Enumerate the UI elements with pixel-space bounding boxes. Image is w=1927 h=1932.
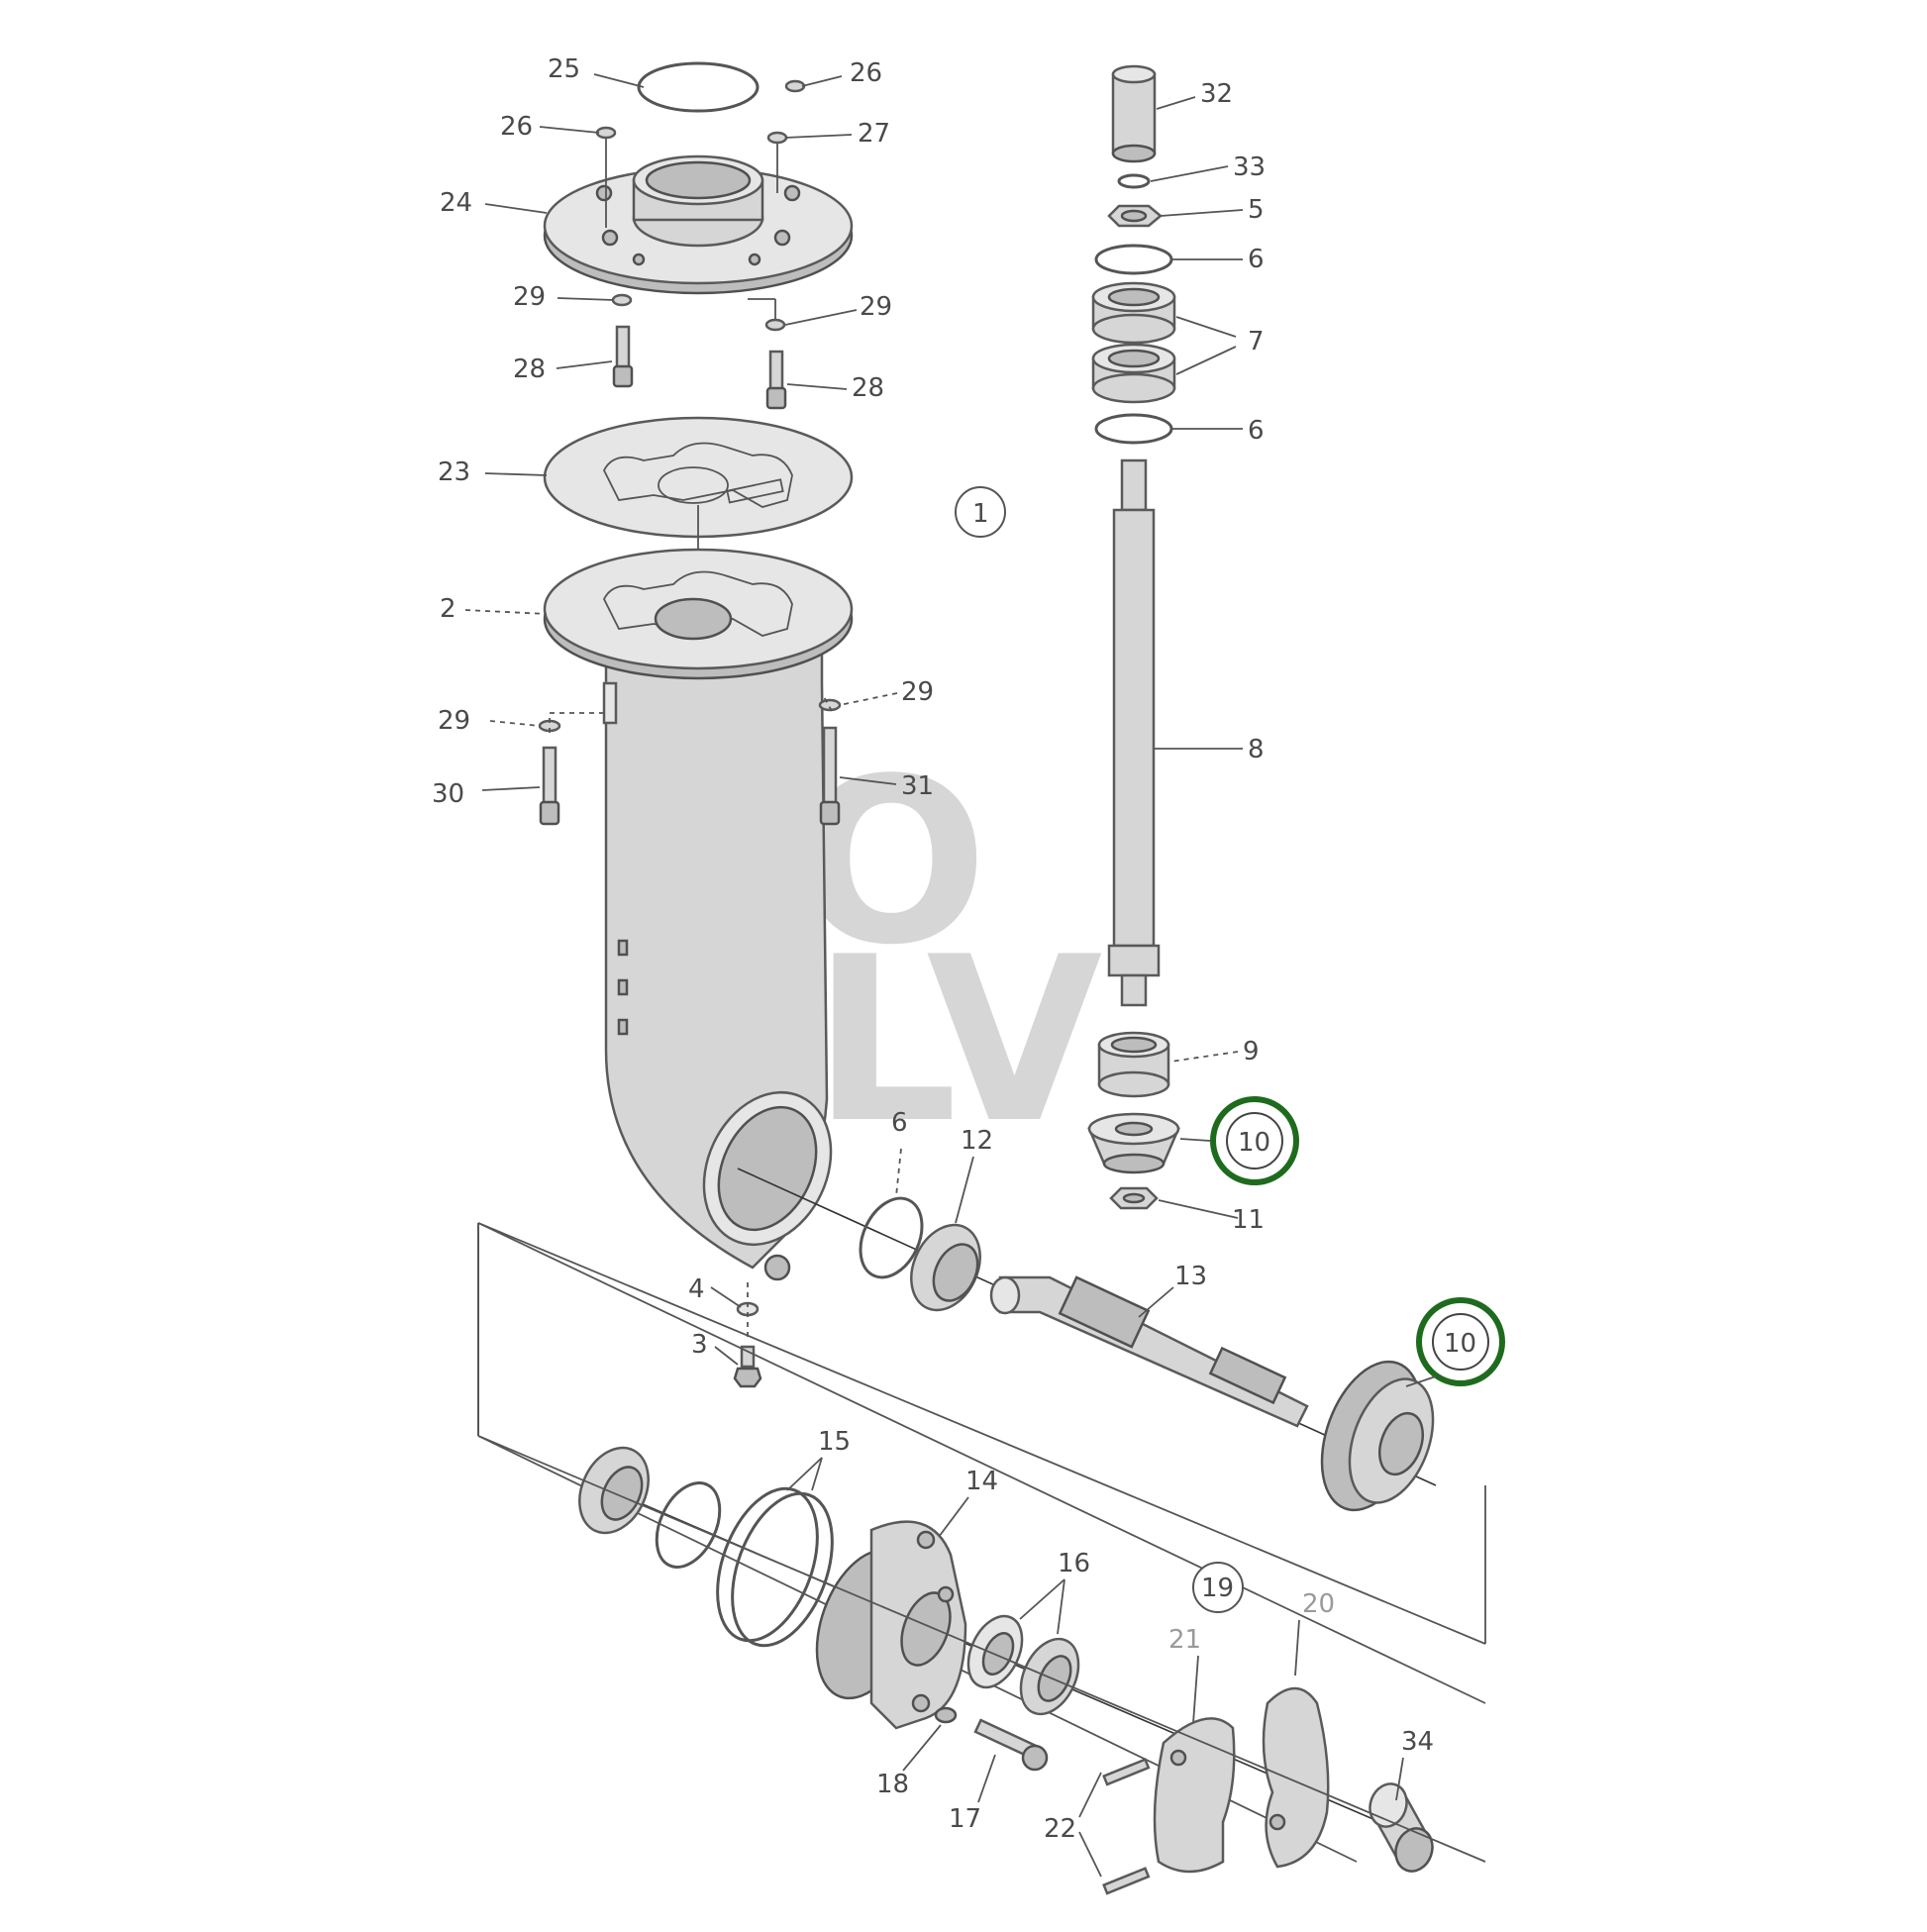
part-15-o-ring-large-b[interactable] xyxy=(713,1479,851,1659)
callout-8: 8 xyxy=(1248,735,1265,764)
callout-11: 11 xyxy=(1232,1205,1265,1235)
callout-19: 19 xyxy=(1201,1574,1234,1603)
callout-32: 32 xyxy=(1200,79,1233,109)
leader-lines xyxy=(464,73,1437,1878)
callout-4: 4 xyxy=(688,1274,705,1304)
part-17-bolt[interactable] xyxy=(973,1718,1049,1772)
callout-26-left: 26 xyxy=(500,112,533,142)
part-14-bearing-housing[interactable] xyxy=(798,1520,967,1730)
callout-29-mid-left: 29 xyxy=(438,706,470,736)
callout-6-lower: 6 xyxy=(1248,416,1265,446)
part-12-ball-bearing[interactable] xyxy=(898,1214,993,1322)
part-30-bolt[interactable] xyxy=(539,746,560,826)
callout-28-left: 28 xyxy=(513,355,546,384)
part-16-seal-a[interactable] xyxy=(958,1607,1033,1695)
callout-18: 18 xyxy=(876,1770,909,1799)
part-23-gasket[interactable] xyxy=(543,416,854,539)
part-13-propeller-shaft[interactable] xyxy=(989,1275,1309,1428)
callout-1-circle xyxy=(955,486,1006,538)
callout-21: 21 xyxy=(1168,1625,1201,1655)
callout-25: 25 xyxy=(548,54,580,84)
part-6-o-ring-mid[interactable] xyxy=(849,1188,934,1287)
part-26-washer-right[interactable] xyxy=(784,79,806,93)
callout-14: 14 xyxy=(965,1467,998,1496)
highlight-ring-part-10-upper xyxy=(1210,1096,1299,1185)
callout-17: 17 xyxy=(949,1804,981,1834)
part-8-vertical-drive-shaft[interactable] xyxy=(1107,458,1161,1007)
callout-31: 31 xyxy=(901,771,934,801)
part-24-flange-plate[interactable] xyxy=(543,154,854,295)
callout-22: 22 xyxy=(1044,1814,1076,1844)
part-22-screw-lower[interactable] xyxy=(1102,1867,1151,1895)
part-7-taper-bearing-lower[interactable] xyxy=(1091,343,1176,404)
callout-7: 7 xyxy=(1248,327,1265,356)
callout-29-mid-right: 29 xyxy=(901,677,934,707)
part-15-o-ring-large-a[interactable] xyxy=(698,1474,836,1654)
callout-9: 9 xyxy=(1243,1037,1260,1067)
callout-6-mid: 6 xyxy=(891,1108,908,1138)
part-29-washer-mid-right[interactable] xyxy=(818,698,842,712)
callout-30: 30 xyxy=(432,779,464,809)
callout-27: 27 xyxy=(858,119,890,149)
part-9-needle-bearing[interactable] xyxy=(1097,1031,1170,1098)
part-27-washer[interactable] xyxy=(766,131,788,145)
part-29-washer-upper-right[interactable] xyxy=(764,318,786,332)
part-22-screw-upper[interactable] xyxy=(1102,1758,1151,1786)
callout-16: 16 xyxy=(1058,1549,1090,1578)
callout-28-right: 28 xyxy=(852,373,884,403)
part-20-skeg-shell[interactable] xyxy=(1262,1686,1330,1869)
part-28-bolt-right[interactable] xyxy=(765,350,787,410)
part-33-o-ring[interactable] xyxy=(1117,173,1151,189)
part-31-bolt[interactable] xyxy=(819,726,841,826)
callout-3: 3 xyxy=(691,1330,708,1360)
part-11-nut[interactable] xyxy=(1109,1186,1159,1210)
part-10-bevel-gear-lower[interactable] xyxy=(1303,1348,1449,1523)
callout-13: 13 xyxy=(1174,1262,1207,1291)
part-34-bushing[interactable] xyxy=(1365,1779,1439,1877)
callout-10-upper: 10 xyxy=(1238,1128,1270,1158)
callout-2: 2 xyxy=(440,594,456,624)
part-25-o-ring[interactable] xyxy=(637,61,760,113)
part-32-coupling-sleeve[interactable] xyxy=(1111,64,1157,163)
callout-34: 34 xyxy=(1401,1727,1434,1757)
part-10-pinion-gear-upper[interactable] xyxy=(1087,1112,1180,1174)
part-5-nut[interactable] xyxy=(1107,204,1163,228)
part-18-washer[interactable] xyxy=(934,1706,958,1724)
callout-12: 12 xyxy=(961,1126,993,1156)
part-3-drain-plug[interactable] xyxy=(733,1345,762,1388)
callout-26-right: 26 xyxy=(850,58,882,88)
part-28-bolt-left[interactable] xyxy=(612,325,634,388)
callout-24: 24 xyxy=(440,188,472,218)
callout-5: 5 xyxy=(1248,195,1265,225)
callout-1: 1 xyxy=(972,499,989,529)
part-6-shim-upper[interactable] xyxy=(1094,244,1173,275)
part-26-washer-left[interactable] xyxy=(595,126,617,140)
part-29-washer-upper-left[interactable] xyxy=(611,293,633,307)
callout-15: 15 xyxy=(818,1427,851,1457)
callout-23: 23 xyxy=(438,458,470,487)
part-15-seal-left[interactable] xyxy=(566,1437,661,1545)
callout-33: 33 xyxy=(1233,153,1266,182)
part-6-shim-lower[interactable] xyxy=(1094,413,1173,445)
callout-10-upper-circle xyxy=(1226,1112,1283,1169)
callout-10-lower-circle xyxy=(1432,1313,1489,1371)
highlight-ring-part-10-lower xyxy=(1416,1297,1505,1386)
part-7-taper-bearing-upper[interactable] xyxy=(1091,281,1176,345)
callout-10-lower: 10 xyxy=(1444,1329,1476,1359)
part-21-anode-cover[interactable] xyxy=(1153,1717,1236,1874)
callout-6-upper: 6 xyxy=(1248,245,1265,274)
callout-29-upper-left: 29 xyxy=(513,282,546,312)
callout-19-circle xyxy=(1192,1562,1244,1613)
callout-29-upper-right: 29 xyxy=(860,292,892,322)
part-2-gear-housing[interactable] xyxy=(543,548,855,1281)
callout-20: 20 xyxy=(1302,1589,1335,1619)
